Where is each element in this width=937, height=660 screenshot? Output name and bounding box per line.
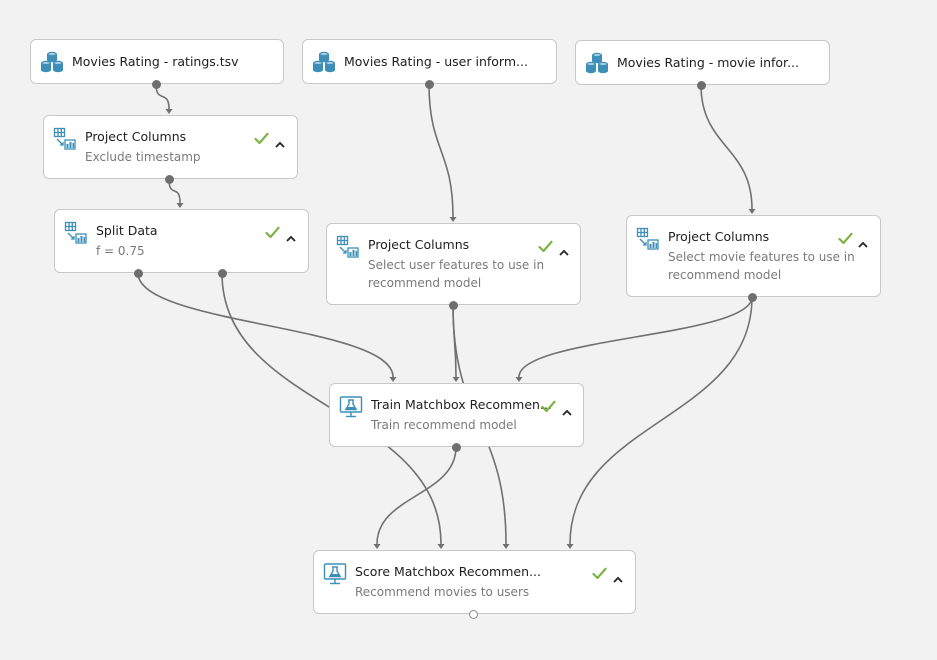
- checkmark-icon: [592, 565, 607, 580]
- connector-arrowhead: [515, 377, 523, 382]
- connector-arrowhead: [373, 544, 381, 549]
- connector-pc3-train: [518, 296, 753, 378]
- module-title: Project Columns: [85, 129, 187, 144]
- checkmark-icon: [254, 130, 269, 145]
- module-subtitle-line: Select movie features to use in: [668, 250, 855, 264]
- module-train[interactable]: Train Matchbox Recommen... Train recommen…: [329, 383, 584, 447]
- table-transform-icon: [64, 221, 88, 245]
- connector-arrowhead: [452, 377, 460, 382]
- connector-ds2-pc2: [428, 83, 454, 218]
- output-port[interactable]: [448, 300, 458, 310]
- caret-up-icon[interactable]: [275, 133, 285, 148]
- caret-up-icon[interactable]: [559, 241, 569, 256]
- output-port[interactable]: [451, 442, 461, 452]
- connector-arrowhead: [437, 544, 445, 549]
- module-score[interactable]: Score Matchbox Recommen... Recommend movi…: [313, 550, 636, 614]
- module-title: Movies Rating - user inform...: [344, 54, 528, 69]
- checkmark-icon: [541, 398, 556, 413]
- database-stack-icon: [40, 50, 64, 74]
- flask-monitor-icon: [323, 562, 347, 586]
- connector-arrowhead: [502, 544, 510, 549]
- output-port[interactable]: [217, 268, 227, 278]
- flask-monitor-icon: [339, 395, 363, 419]
- connector-arrowhead: [566, 544, 574, 549]
- connector-arrowhead: [165, 109, 173, 114]
- module-title: Score Matchbox Recommen...: [355, 564, 541, 579]
- module-title: Split Data: [96, 223, 158, 238]
- caret-up-icon[interactable]: [613, 568, 623, 583]
- connector-arrowhead: [748, 209, 756, 214]
- checkmark-icon: [538, 238, 553, 253]
- module-title: Movies Rating - ratings.tsv: [72, 54, 239, 69]
- connector-pc3-score: [569, 296, 753, 545]
- module-subtitle: f = 0.75: [96, 242, 145, 260]
- connector-train-score: [376, 446, 457, 545]
- output-port[interactable]: [151, 79, 161, 89]
- output-port[interactable]: [696, 80, 706, 90]
- checkmark-icon: [838, 230, 853, 245]
- table-transform-icon: [53, 127, 77, 151]
- module-title: Movies Rating - movie infor...: [617, 55, 799, 70]
- module-subtitle-line: f = 0.75: [96, 244, 145, 258]
- module-title: Project Columns: [368, 237, 470, 252]
- table-transform-icon: [336, 235, 360, 259]
- connector-arrowhead: [389, 377, 397, 382]
- module-title: Project Columns: [668, 229, 770, 244]
- module-ds3[interactable]: Movies Rating - movie infor...: [575, 40, 830, 85]
- connector-arrowhead: [449, 217, 457, 222]
- output-port[interactable]: [468, 609, 478, 619]
- database-stack-icon: [585, 51, 609, 75]
- output-port[interactable]: [424, 79, 434, 89]
- caret-up-icon[interactable]: [286, 227, 296, 242]
- module-subtitle-line: Exclude timestamp: [85, 150, 201, 164]
- module-subtitle-line: recommend model: [668, 268, 782, 282]
- table-transform-icon: [636, 227, 660, 251]
- caret-up-icon[interactable]: [858, 233, 868, 248]
- module-title: Train Matchbox Recommen...: [371, 397, 552, 412]
- module-sd[interactable]: Split Data f = 0.75: [54, 209, 309, 273]
- module-subtitle-line: Select user features to use in: [368, 258, 545, 272]
- module-subtitle-line: Recommend movies to users: [355, 585, 530, 599]
- output-port[interactable]: [747, 292, 757, 302]
- module-subtitle-line: recommend model: [368, 276, 482, 290]
- database-stack-icon: [312, 50, 336, 74]
- caret-up-icon[interactable]: [562, 401, 572, 416]
- module-subtitle: Train recommend model: [371, 416, 517, 434]
- module-ds2[interactable]: Movies Rating - user inform...: [302, 39, 557, 84]
- connector-arrowhead: [176, 203, 184, 208]
- module-subtitle: Select user features to use in recommend …: [368, 256, 544, 292]
- module-subtitle: Select movie features to use in recommend…: [668, 248, 855, 284]
- output-port[interactable]: [164, 174, 174, 184]
- checkmark-icon: [265, 224, 280, 239]
- connector-pc2-train: [452, 304, 457, 378]
- module-subtitle: Exclude timestamp: [85, 148, 201, 166]
- output-port[interactable]: [133, 268, 143, 278]
- module-ds1[interactable]: Movies Rating - ratings.tsv: [30, 39, 284, 84]
- module-subtitle-line: Train recommend model: [371, 418, 517, 432]
- connector-ds3-pc3: [700, 84, 753, 210]
- module-subtitle: Recommend movies to users: [355, 583, 529, 601]
